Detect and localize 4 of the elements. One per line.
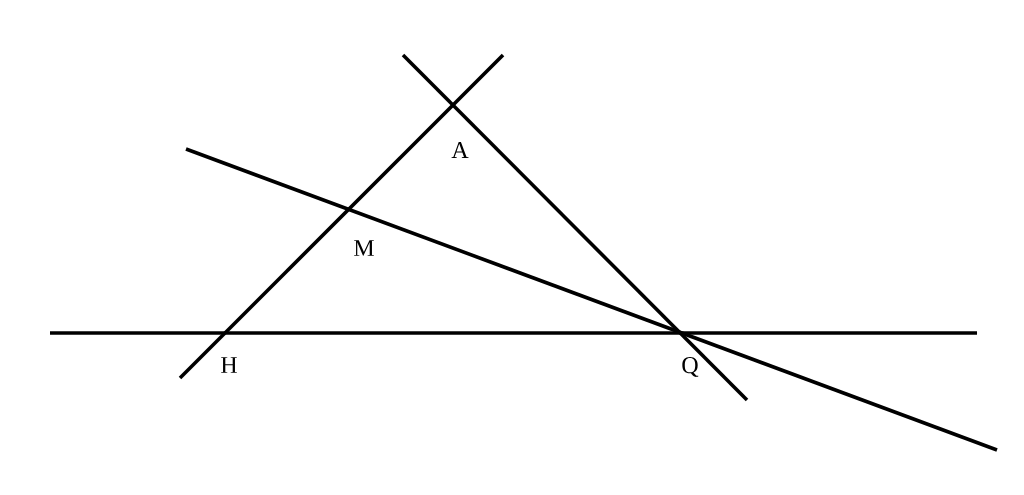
point-label: M — [354, 240, 374, 256]
point-label: A — [451, 142, 469, 158]
point-label: H — [221, 357, 237, 373]
point-label: Q — [682, 357, 699, 377]
